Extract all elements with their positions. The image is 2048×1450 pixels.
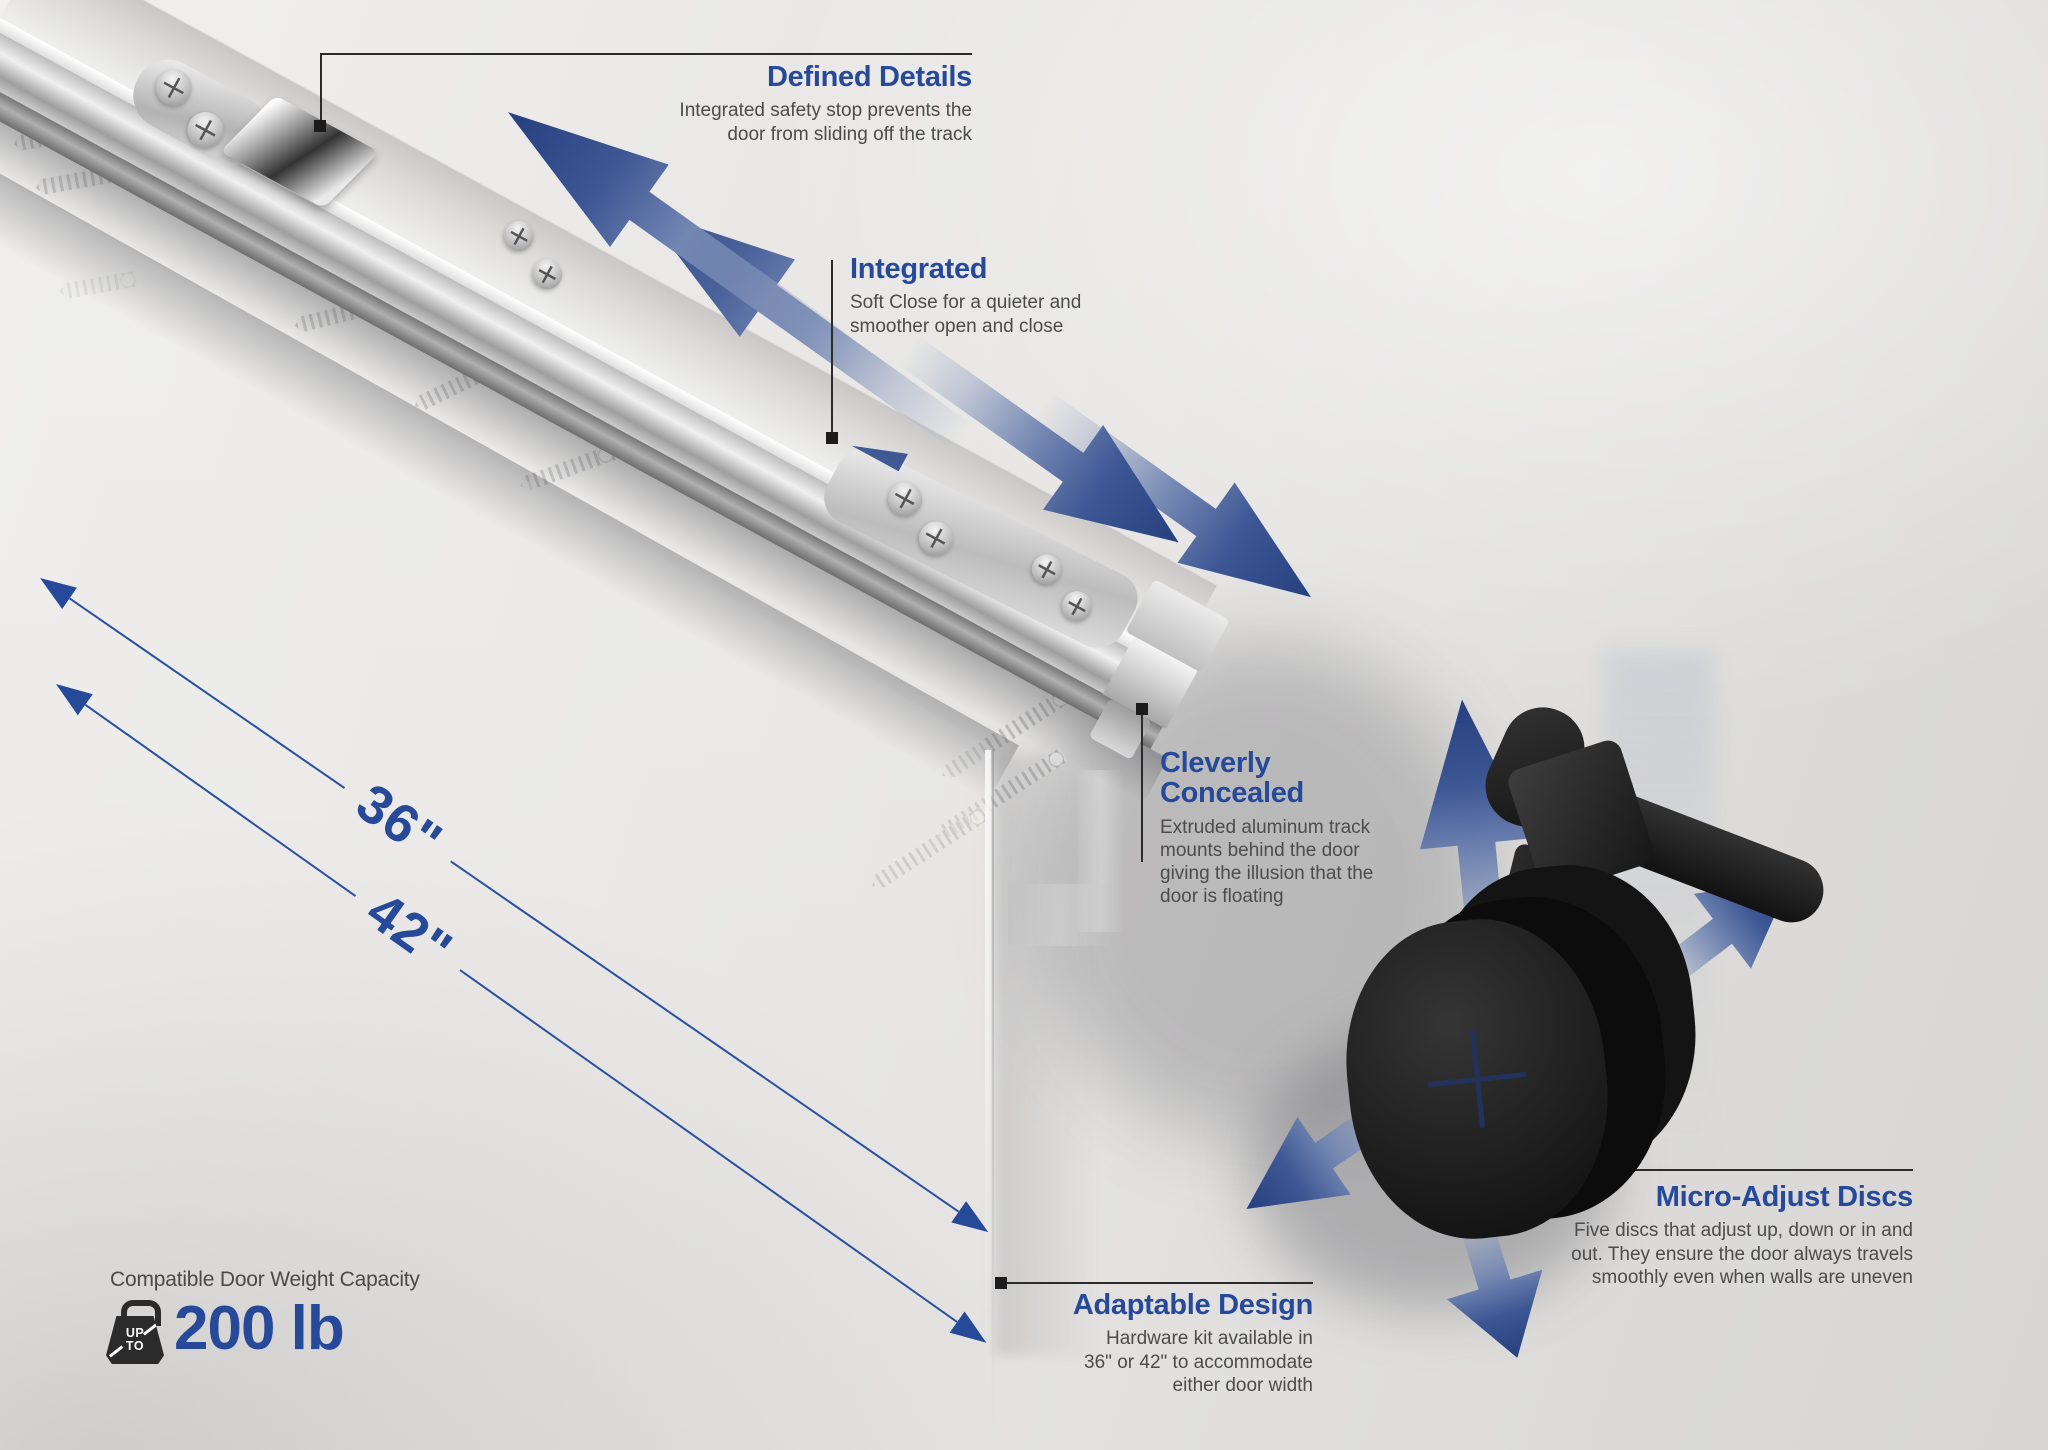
weight-icon-handle	[121, 1300, 161, 1326]
weight-capacity-value: 200 lb	[174, 1294, 345, 1363]
ghost-track-bracket	[1078, 770, 1124, 932]
ghost-track-end	[1008, 884, 1112, 946]
leader-line	[1006, 1282, 1313, 1284]
callout-title: Cleverly Concealed	[1160, 747, 1304, 810]
weight-icon-body: UP TO	[106, 1316, 164, 1364]
callout-cleverly-concealed: Cleverly Concealed Extruded aluminum tra…	[1160, 748, 1392, 909]
callout-marker	[1136, 703, 1148, 715]
door-edge-highlight	[985, 750, 991, 1410]
leader-line	[1141, 714, 1143, 862]
weight-capacity-label: Compatible Door Weight Capacity	[110, 1268, 420, 1291]
weight-badge-up: UP	[125, 1325, 145, 1340]
callout-integrated: Integrated Soft Close for a quieter and …	[850, 254, 1108, 338]
callout-adaptable-design: Adaptable Design Hardware kit available …	[1013, 1290, 1313, 1397]
weight-badge-to: TO	[125, 1339, 145, 1353]
callout-title: Integrated	[850, 253, 988, 285]
weight-badge-slash	[108, 1345, 124, 1358]
leader-line	[1578, 1169, 1913, 1171]
weight-icon: UP TO	[106, 1300, 164, 1364]
door-wall-shadow	[995, 755, 1120, 1355]
callout-body: Five discs that adjust up, down or in an…	[1571, 1220, 1913, 1288]
callout-body: Extruded aluminum track mounts behind th…	[1160, 816, 1374, 908]
callout-marker	[826, 432, 838, 444]
callout-marker	[314, 120, 326, 132]
callout-body: Hardware kit available in 36" or 42" to …	[1084, 1328, 1313, 1396]
weight-badge-slash	[142, 1323, 158, 1336]
callout-body: Integrated safety stop prevents the door…	[679, 100, 972, 145]
callout-defined-details: Defined Details Integrated safety stop p…	[612, 62, 972, 146]
callout-title: Defined Details	[767, 61, 972, 93]
leader-line	[320, 53, 972, 55]
callout-title: Micro-Adjust Discs	[1655, 1181, 1914, 1213]
leader-line	[320, 53, 322, 123]
callout-marker	[995, 1277, 1007, 1289]
callout-micro-adjust-discs: Micro-Adjust Discs Five discs that adjus…	[1553, 1182, 1913, 1289]
callout-body: Soft Close for a quieter and smoother op…	[850, 292, 1082, 337]
leader-line	[831, 260, 833, 436]
callout-title: Adaptable Design	[1072, 1289, 1313, 1321]
door-right-edge	[992, 748, 994, 1428]
